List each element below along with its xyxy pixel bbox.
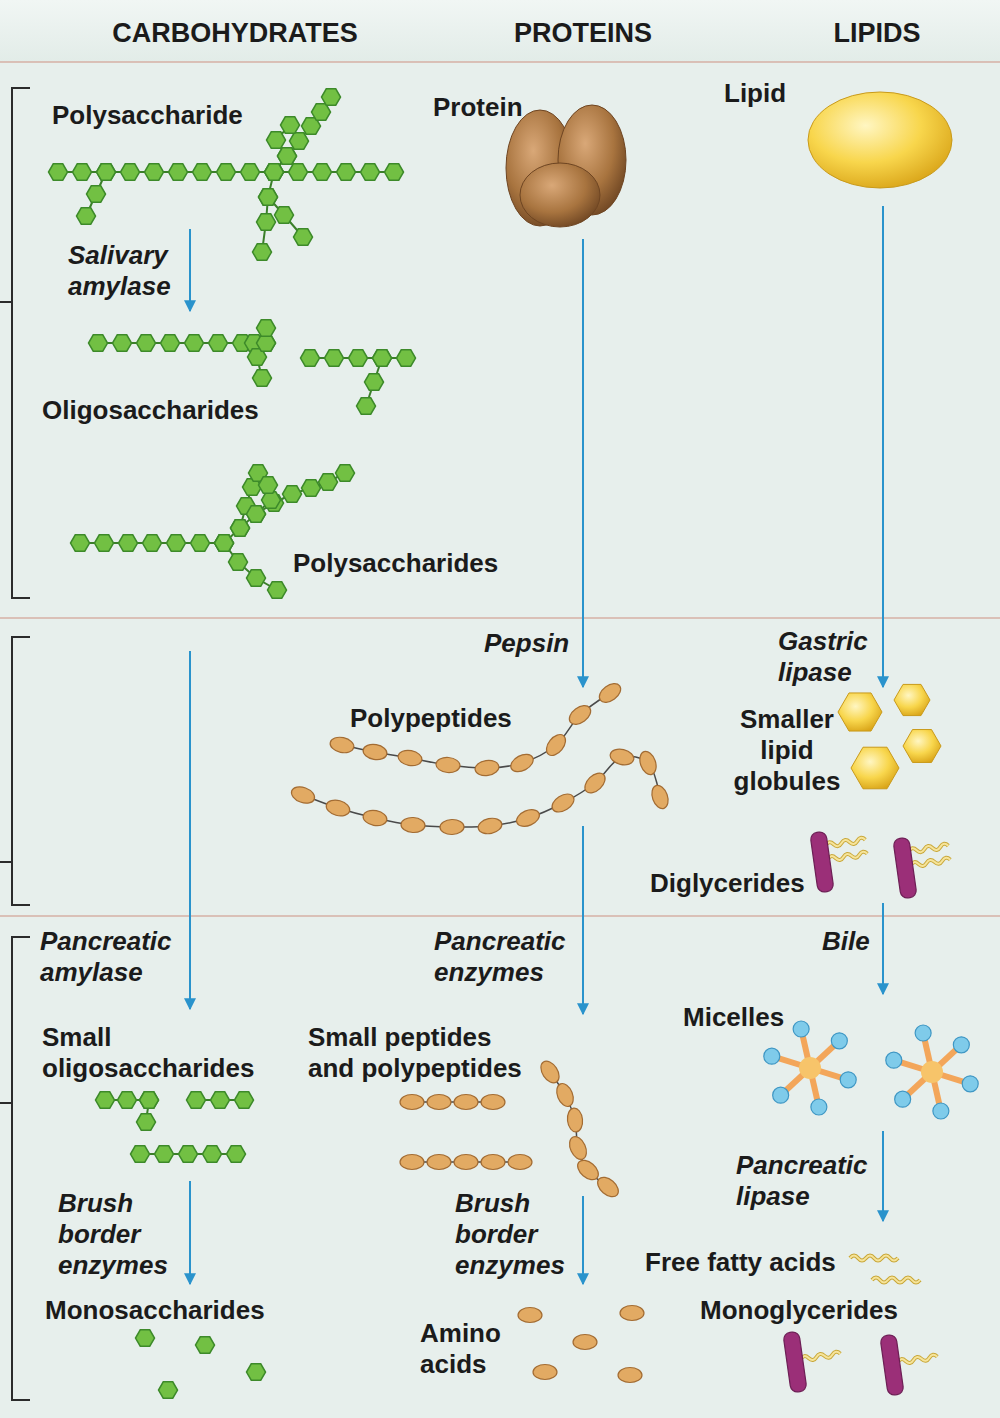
- amino-acid-chain: [518, 1308, 542, 1323]
- band-divider: [0, 61, 1000, 63]
- sugar-chain: [49, 89, 404, 260]
- digestion-arrow: [189, 229, 191, 311]
- enzyme-label: Brush border enzymes: [58, 1188, 180, 1281]
- digestion-arrow: [882, 206, 884, 687]
- digestion-arrow: [882, 903, 884, 994]
- amino-acid-chain: [537, 1058, 622, 1201]
- amino-acid-chain: [618, 1368, 642, 1383]
- amino-acid-chain: [400, 1155, 532, 1170]
- lipid-globule: [894, 684, 930, 715]
- stage-label: Small peptides and polypeptides: [308, 1022, 540, 1084]
- sugar-chain: [96, 1092, 254, 1162]
- digestion-stage: Protein: [428, 85, 633, 238]
- amino-acid-chain: [329, 680, 624, 777]
- lipid-droplet: [808, 92, 952, 188]
- amino-acid-chain: [533, 1365, 557, 1380]
- enzyme-label: Pepsin: [484, 628, 569, 659]
- stage-label: Monosaccharides: [45, 1295, 265, 1326]
- glyceride: [880, 1329, 942, 1396]
- column-header: CARBOHYDRATES: [112, 17, 358, 49]
- amino-acid-chain: [620, 1306, 644, 1321]
- stage-label: Micelles: [683, 1002, 784, 1033]
- fatty-acid: [872, 1278, 920, 1283]
- stage-label: Polysaccharides: [293, 548, 498, 579]
- amino-acid-chain: [400, 1095, 505, 1110]
- digestion-stage: Polypeptides: [288, 688, 670, 825]
- glyceride: [893, 832, 955, 899]
- digestion-stage: Monoglycerides: [695, 1290, 965, 1395]
- digestion-stage: Small peptides and polypeptides: [300, 1015, 628, 1195]
- micelle: [886, 1025, 978, 1119]
- fatty-acid: [872, 1278, 920, 1283]
- enzyme-label: Gastric lipase: [778, 626, 878, 688]
- digestion-stage: Amino acids: [412, 1285, 662, 1397]
- digestion-arrow: [582, 239, 584, 687]
- sugar-chain: [136, 1330, 266, 1398]
- digestion-arrow: [189, 1181, 191, 1284]
- fatty-acid: [850, 1256, 898, 1261]
- protein-blob: [506, 105, 626, 227]
- enzyme-label: Pancreatic lipase: [736, 1150, 881, 1212]
- digestion-stage: Lipid: [720, 70, 965, 205]
- digestion-arrow: [582, 826, 584, 1014]
- digestion-stage: Micelles: [678, 995, 993, 1130]
- region-bracket: [0, 88, 30, 1400]
- amino-acid-chain: [289, 747, 671, 836]
- digestion-stage: Smaller lipid globules: [720, 688, 955, 800]
- stage-label: Protein: [433, 92, 523, 123]
- stage-label: Polysaccharide: [52, 100, 243, 131]
- stage-label: Monoglycerides: [700, 1295, 898, 1326]
- digestion-stage: Polysaccharide: [40, 85, 410, 228]
- digestion-stage: Oligosaccharides: [38, 312, 423, 428]
- digestion-stage: Monosaccharides: [40, 1285, 280, 1400]
- band-divider: [0, 617, 1000, 619]
- stage-label: Smaller lipid globules: [728, 704, 846, 797]
- digestion-stage: Free fatty acids: [640, 1222, 930, 1287]
- column-header: LIPIDS: [833, 17, 920, 49]
- enzyme-label: Bile: [822, 926, 870, 957]
- digestion-arrow: [189, 651, 191, 1009]
- digestion-stage: Diglycerides: [645, 820, 965, 902]
- enzyme-label: Pancreatic amylase: [40, 926, 185, 988]
- fatty-acid: [850, 1256, 898, 1261]
- glyceride: [783, 1326, 845, 1393]
- stage-label: Small oligosaccharides: [42, 1022, 270, 1084]
- band-divider: [0, 915, 1000, 917]
- stage-label: Free fatty acids: [645, 1247, 836, 1278]
- stage-label: Polypeptides: [350, 703, 512, 734]
- column-header: PROTEINS: [514, 17, 652, 49]
- lipid-globule: [851, 747, 899, 789]
- digestion-stage: Small oligosaccharides: [38, 1010, 273, 1180]
- enzyme-label: Salivary amylase: [68, 240, 190, 302]
- stage-label: Amino acids: [420, 1318, 512, 1380]
- digestion-arrow: [582, 1196, 584, 1284]
- digestion-arrow: [882, 1131, 884, 1221]
- sugar-chain: [71, 465, 355, 598]
- stage-label: Lipid: [724, 78, 786, 109]
- enzyme-label: Pancreatic enzymes: [434, 926, 579, 988]
- digestion-stage: Polysaccharides: [70, 462, 510, 650]
- stage-label: Diglycerides: [650, 868, 805, 899]
- header-band: [0, 0, 1000, 62]
- stage-label: Oligosaccharides: [42, 395, 259, 426]
- micelle: [764, 1021, 856, 1115]
- glyceride: [810, 826, 872, 893]
- amino-acid-chain: [573, 1335, 597, 1350]
- lipid-globule: [903, 730, 941, 763]
- lipid-globule: [838, 693, 882, 731]
- enzyme-label: Brush border enzymes: [455, 1188, 577, 1281]
